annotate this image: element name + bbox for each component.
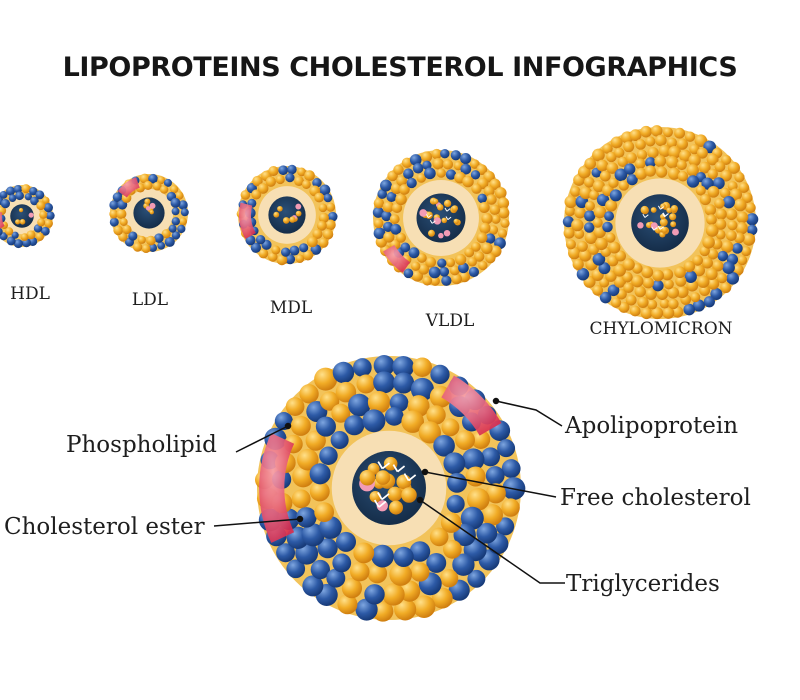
chylomicron-particle [562,125,759,320]
label-free-cholesterol: Free cholesterol [560,485,751,511]
leader-free-cholesterol [424,471,557,498]
label-triglycerides: Triglycerides [566,571,720,597]
label-ldl: LDL [132,290,168,310]
label-hdl: HDL [10,284,50,304]
label-apolipoprotein: Apolipoprotein [564,413,738,439]
leader-cholesterol-ester [213,518,301,527]
mdl-particle [236,164,338,266]
leader-phospholipid [235,425,289,453]
label-chylomicron: CHYLOMICRON [589,319,732,339]
label-mdl: MDL [270,298,312,318]
label-phospholipid: Phospholipid [66,432,217,458]
leader-apolipoprotein [495,400,563,427]
leader-triglycerides [419,499,565,584]
label-cholesterol-ester: Cholesterol ester [4,514,205,540]
ldl-particle [109,173,189,254]
label-vldl: VLDL [425,311,475,331]
lipoprotein-structure-detail [254,355,526,622]
infographic-title: LIPOPROTEINS CHOLESTEROL INFOGRAPHICS [62,52,738,83]
vldl-particle [372,148,510,286]
hdl-particle [0,184,55,249]
